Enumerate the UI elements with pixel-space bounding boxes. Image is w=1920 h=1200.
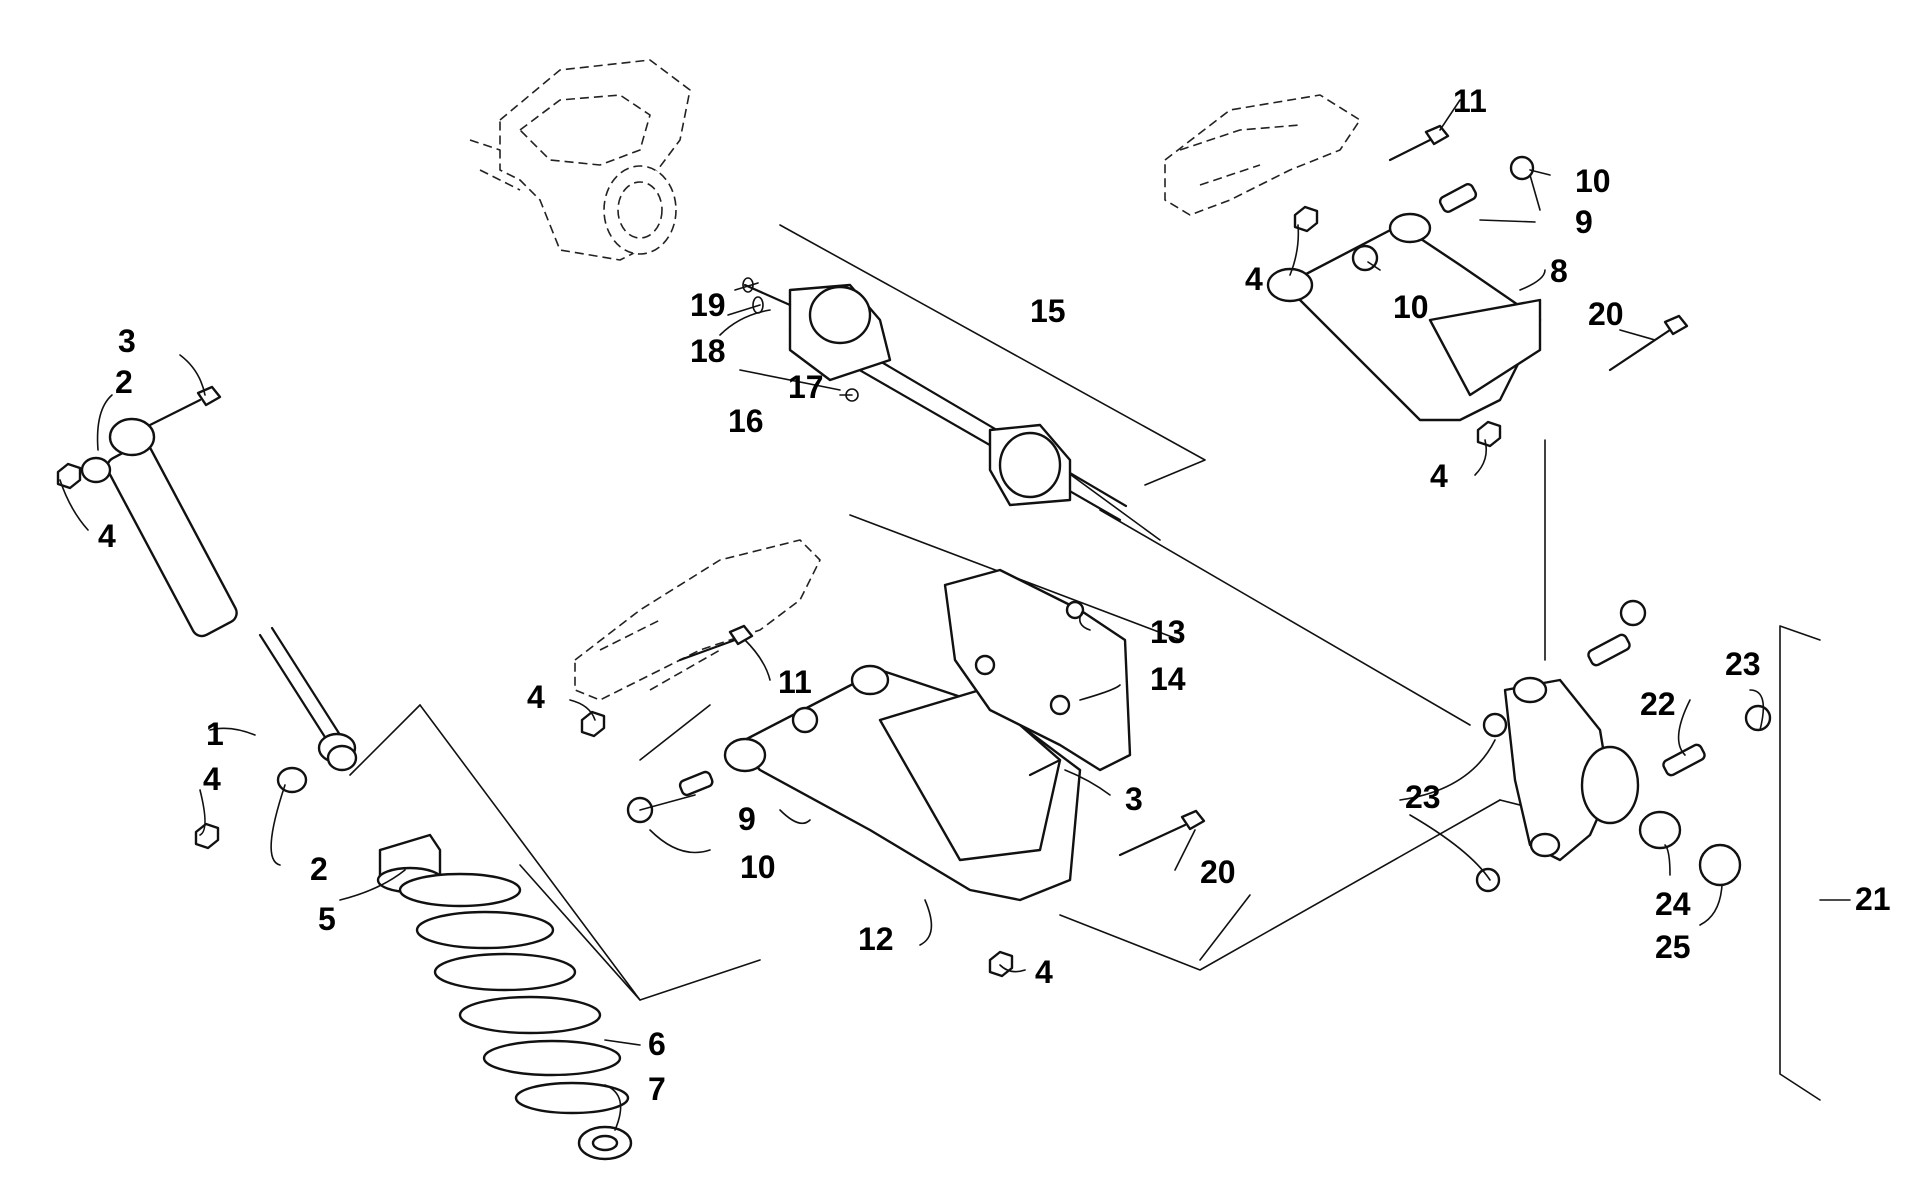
- differential-housing-ghost: [469, 59, 691, 261]
- callout-4: 4: [1430, 458, 1448, 494]
- lower-a-arm: [723, 664, 1082, 902]
- callout-16: 16: [728, 403, 764, 439]
- callout-4: 4: [98, 518, 116, 554]
- callout-11: 11: [1453, 83, 1487, 119]
- upper-a-arm: [1266, 212, 1542, 422]
- callout-20: 20: [1588, 296, 1624, 332]
- callout-14: 14: [1150, 661, 1186, 697]
- callout-10: 10: [1575, 163, 1611, 199]
- callout-23: 23: [1405, 779, 1441, 815]
- callout-4: 4: [1245, 261, 1263, 297]
- callout-25: 25: [1655, 929, 1691, 965]
- callout-23: 23: [1725, 646, 1761, 682]
- callout-10: 10: [1393, 289, 1429, 325]
- callout-4: 4: [203, 761, 221, 797]
- callout-17: 17: [788, 369, 824, 405]
- callout-8: 8: [1550, 253, 1568, 289]
- callout-4: 4: [1035, 954, 1053, 990]
- shock-upper-hardware: [56, 385, 222, 490]
- callout-7: 7: [648, 1071, 666, 1107]
- callout-4: 4: [527, 679, 545, 715]
- callout-18: 18: [690, 333, 726, 369]
- upper-frame-ghost: [1164, 94, 1361, 216]
- drive-axle: [743, 283, 1128, 522]
- knuckle-hardware: [1475, 599, 1772, 893]
- callout-13: 13: [1150, 614, 1186, 650]
- upper-arm-hardware: [1293, 124, 1689, 448]
- callout-2: 2: [115, 364, 133, 400]
- callout-20: 20: [1200, 854, 1236, 890]
- callout-3: 3: [118, 323, 136, 359]
- lower-arm-hardware: [580, 600, 1206, 978]
- callout-10: 10: [740, 849, 776, 885]
- callout-19: 19: [690, 287, 726, 323]
- callout-2: 2: [310, 851, 328, 887]
- callout-1: 1: [206, 716, 224, 752]
- callout-9: 9: [1575, 204, 1593, 240]
- callout-15: 15: [1030, 293, 1066, 329]
- steering-knuckle: [1503, 676, 1640, 862]
- lower-frame-ghost: [574, 539, 821, 701]
- callout-9: 9: [738, 801, 756, 837]
- callout-3: 3: [1125, 781, 1143, 817]
- skid-plate: [943, 568, 1132, 772]
- spring-seat-lower: [577, 1125, 633, 1161]
- leader-lines: [59, 99, 1851, 1131]
- callout-6: 6: [648, 1026, 666, 1062]
- callout-22: 22: [1640, 686, 1676, 722]
- callout-24: 24: [1655, 886, 1691, 922]
- callout-12: 12: [858, 921, 894, 957]
- callout-5: 5: [318, 901, 336, 937]
- callout-11: 11: [778, 664, 812, 700]
- callout-21: 21: [1855, 881, 1891, 917]
- coil-spring: [398, 872, 630, 1115]
- shock-absorber: [106, 417, 357, 764]
- callout-labels: 1 2 2 3 3 4 4 4 4 4 4 5 6 7 8 9 9 10 10 …: [98, 83, 1891, 1107]
